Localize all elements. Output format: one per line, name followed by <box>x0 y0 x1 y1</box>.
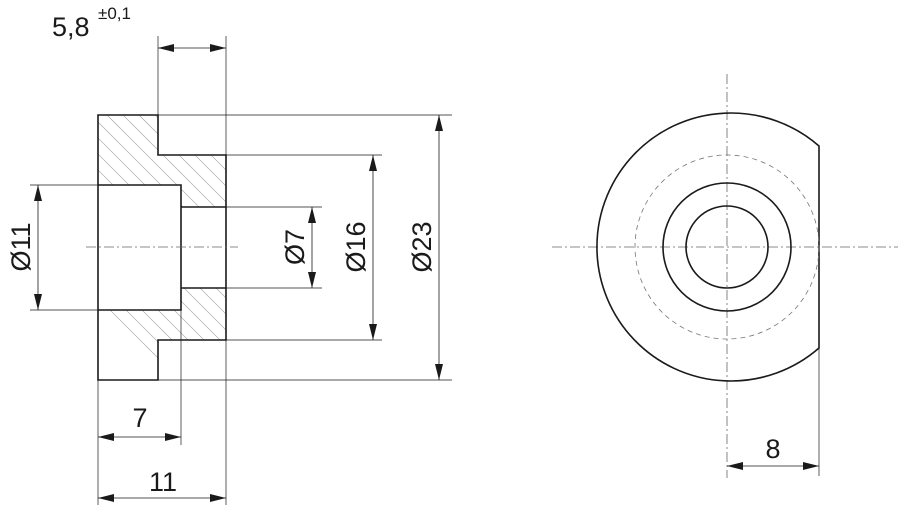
hatch-line <box>328 0 748 420</box>
hatch-line <box>424 0 844 420</box>
extension-lines <box>30 36 452 505</box>
hatch-line <box>98 115 221 380</box>
hatch-line <box>264 0 684 420</box>
dim-len-7: 7 <box>132 403 147 433</box>
outer-contour <box>596 112 820 382</box>
hatch-line <box>536 0 900 420</box>
dimension-lines <box>34 44 819 502</box>
hatch-line <box>440 0 860 420</box>
dim-dia-16: Ø16 <box>341 221 371 272</box>
circle-11 <box>662 182 792 312</box>
hatch-line <box>552 0 900 420</box>
hatch-line <box>456 0 876 420</box>
dim-flat-8: 8 <box>765 434 780 464</box>
bore-void <box>98 185 226 310</box>
dim-dia-11: Ø11 <box>6 222 36 271</box>
hatch-line <box>360 0 780 420</box>
hatch-line <box>504 0 900 420</box>
hatch-line <box>199 115 226 380</box>
hatch-line <box>488 0 900 420</box>
hatch-line <box>98 115 226 380</box>
dim-dia-7: Ø7 <box>280 229 310 265</box>
dim-top-tolerance: ±0,1 <box>98 4 131 23</box>
hatch-line <box>344 0 764 420</box>
hidden-circle-16 <box>634 154 820 340</box>
hatch-line <box>584 0 900 420</box>
hatch-line <box>232 0 652 420</box>
hatch-line <box>183 115 226 380</box>
hatch-line <box>248 0 668 420</box>
dimension-labels: 5,8 ±0,1 Ø11 Ø7 Ø16 Ø23 7 11 8 <box>6 4 781 497</box>
hatch-line <box>167 115 226 380</box>
hatch-line <box>568 0 900 420</box>
hatch-line <box>472 0 892 420</box>
dim-dia-23: Ø23 <box>407 221 437 272</box>
hatch-line <box>280 0 700 420</box>
dim-len-11: 11 <box>149 467 177 497</box>
bore-outline <box>98 184 226 311</box>
circle-7 <box>685 205 769 289</box>
section-view <box>86 0 900 420</box>
end-view <box>552 74 898 478</box>
hatch-line <box>312 0 732 420</box>
hatch-line <box>215 115 226 380</box>
hatch-line <box>408 0 828 420</box>
dim-top-offset: 5,8 <box>52 12 90 42</box>
